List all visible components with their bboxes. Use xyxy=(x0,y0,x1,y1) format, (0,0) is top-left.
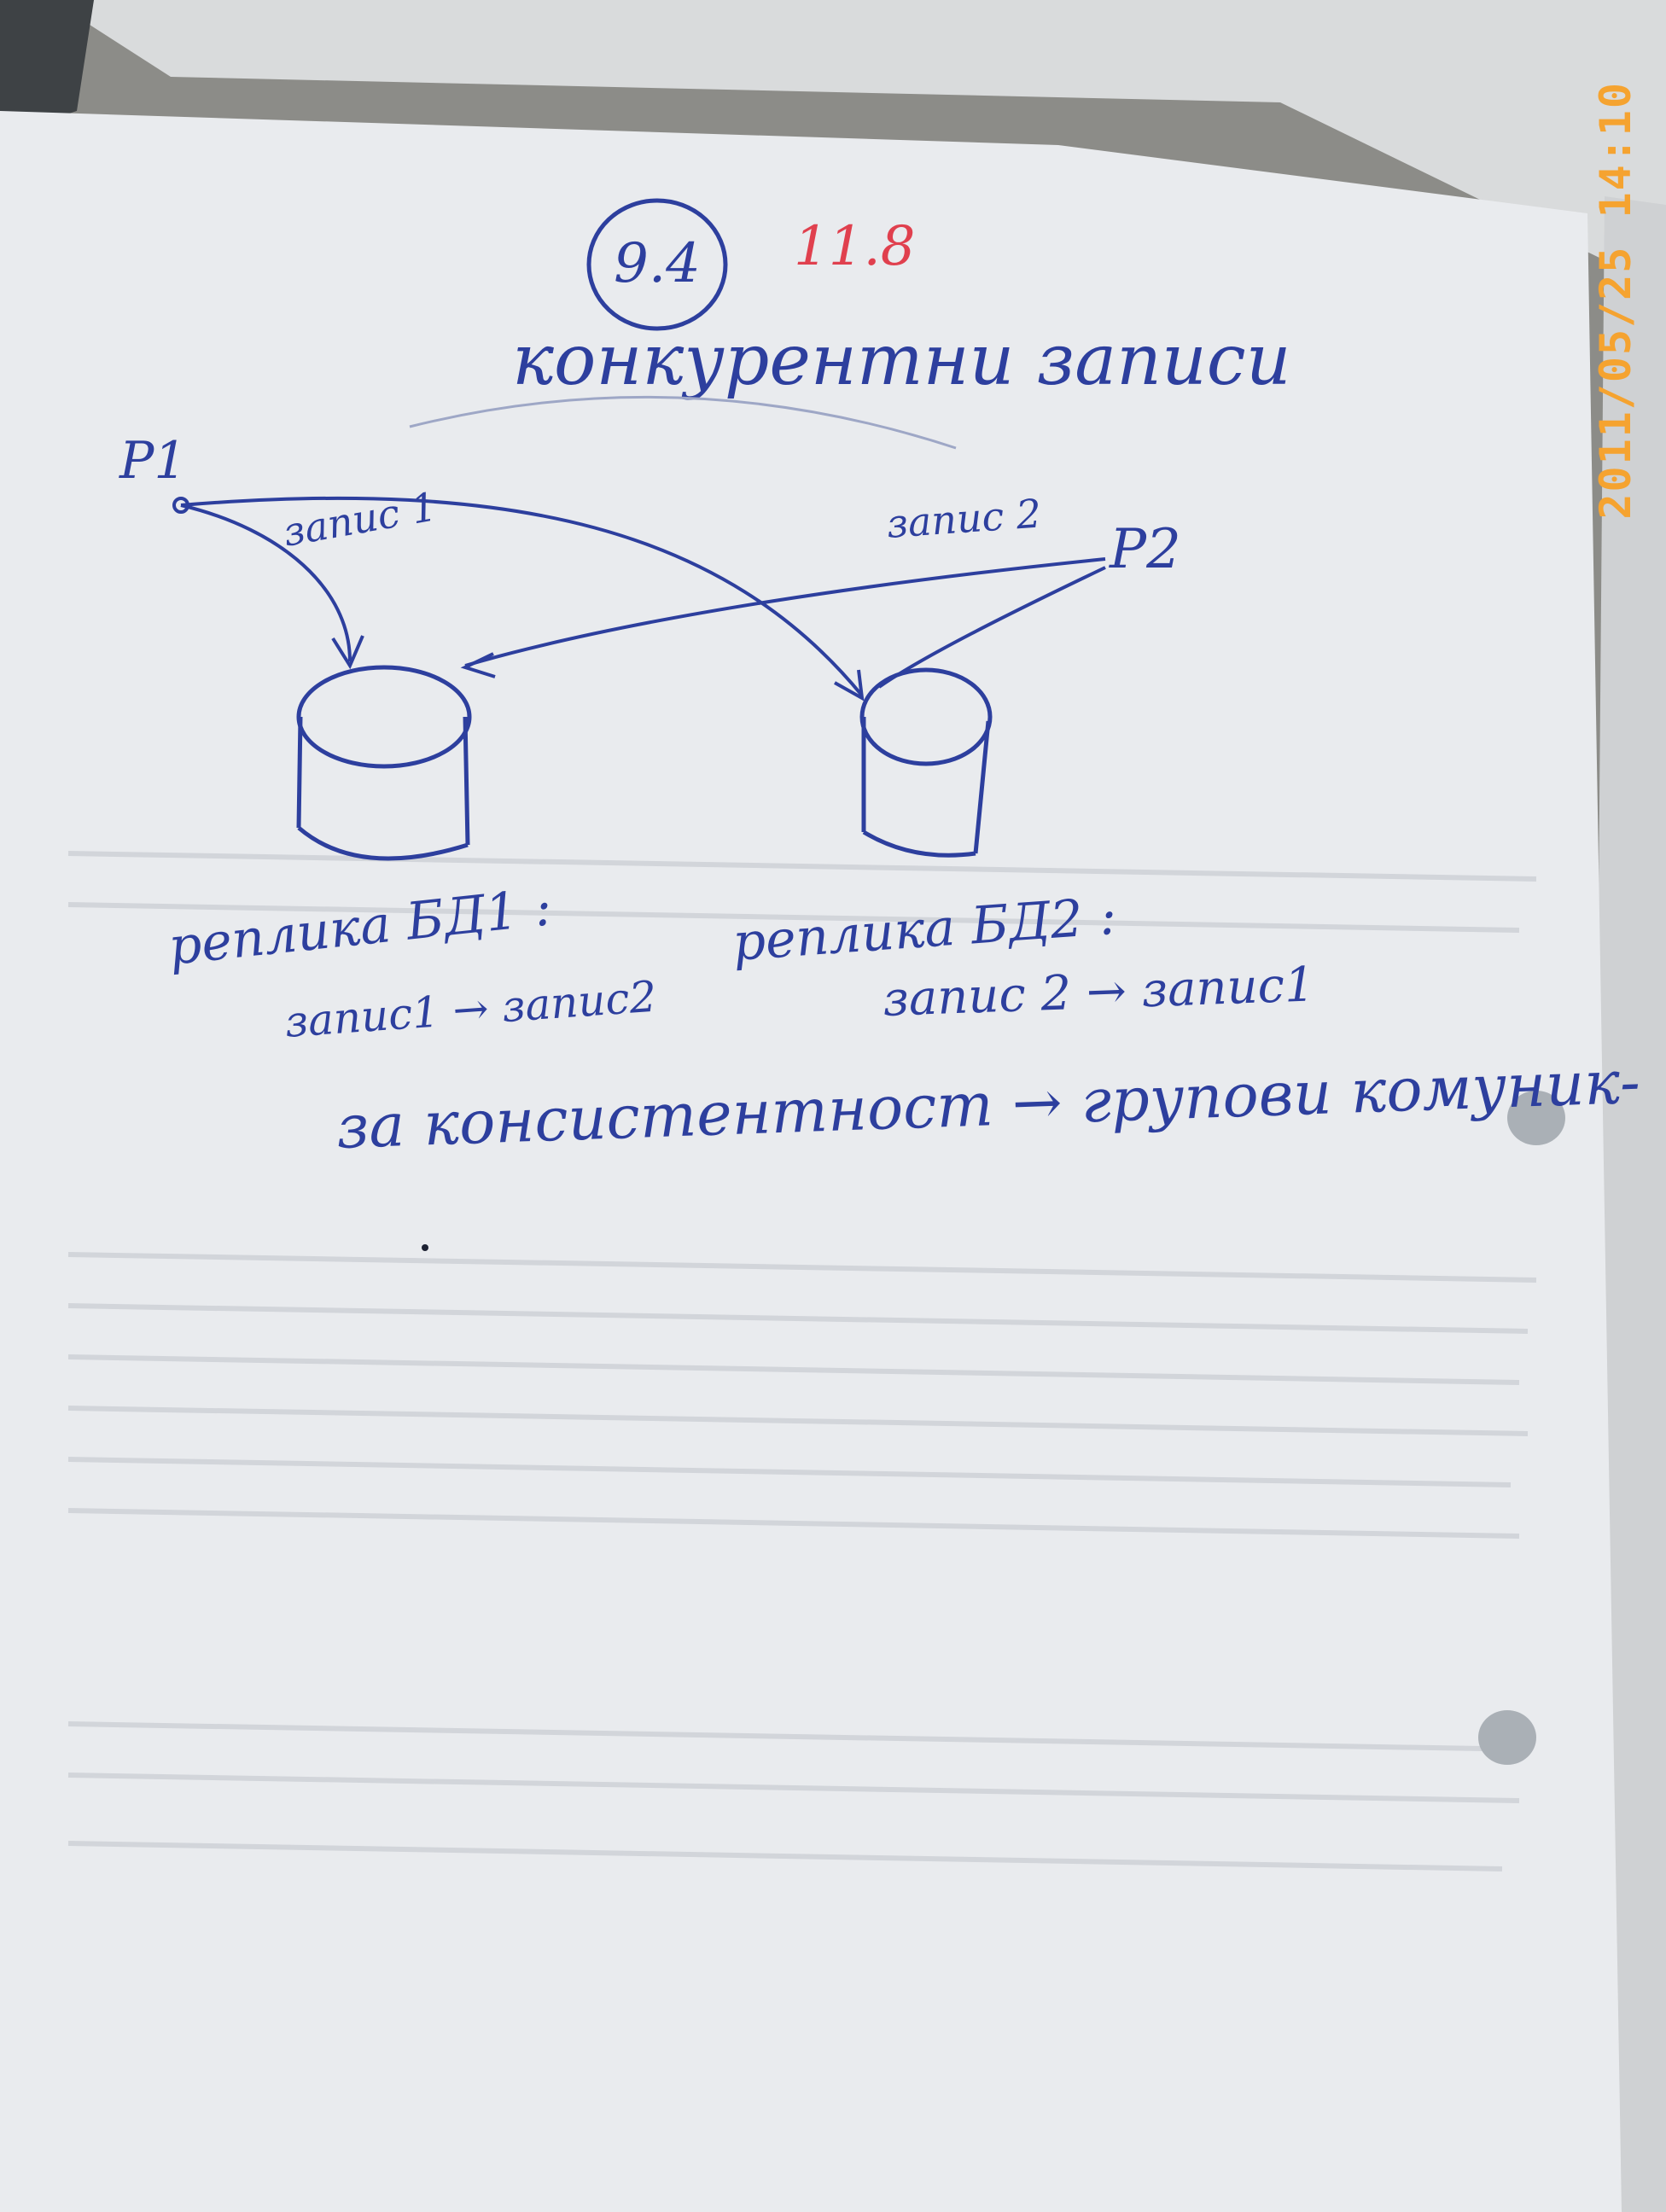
arrow-p1-to-db1 xyxy=(180,504,352,662)
db1-cylinder-icon xyxy=(296,665,472,861)
punch-hole-top xyxy=(1507,1091,1565,1145)
ink-dot xyxy=(422,1244,428,1251)
arrow-p2-to-db1-head xyxy=(460,652,496,678)
bleed-through-text xyxy=(67,851,1537,1871)
write-2-label: запис 2 xyxy=(885,490,1043,547)
paper-stack-back xyxy=(51,0,1666,290)
section-circled: 9.4 xyxy=(614,232,701,295)
process-1-label: P1 xyxy=(119,431,187,491)
photo-timestamp: 2011/05/25 14:10 xyxy=(1591,81,1640,520)
section-circle xyxy=(586,198,728,331)
title-underline xyxy=(409,395,957,450)
arrow-p2-to-db1 xyxy=(464,557,1106,667)
arrow-p1-to-db1-head xyxy=(331,635,364,670)
arrow-p1-to-db2 xyxy=(180,496,864,697)
note-title: конкурентни записи xyxy=(512,320,1291,401)
paper-sheet xyxy=(0,111,1622,2212)
arrow-p1-to-db2-head xyxy=(834,669,865,701)
section-red: 11.8 xyxy=(794,215,916,278)
paper-shadow xyxy=(0,0,94,137)
punch-hole-bottom xyxy=(1478,1710,1536,1765)
db2-cylinder-icon xyxy=(859,667,993,858)
process-2-label: P2 xyxy=(1109,518,1181,581)
